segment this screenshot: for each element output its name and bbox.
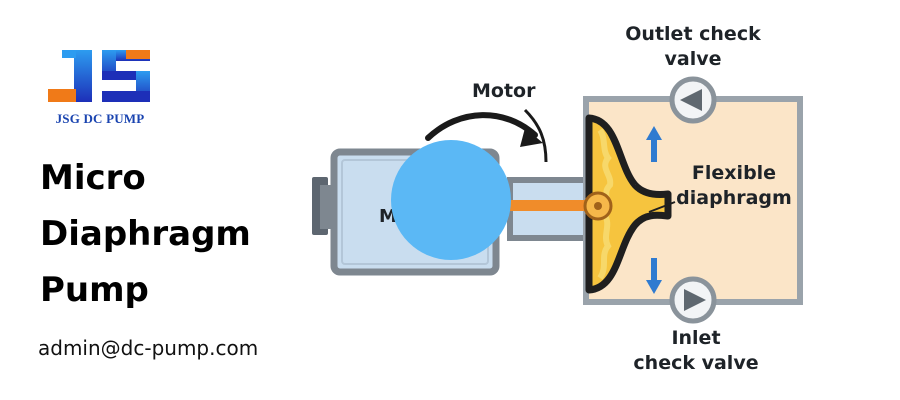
brand-logo: JSG DC PUMP [44, 45, 156, 135]
overlay-circle [391, 140, 511, 260]
contact-email[interactable]: admin@dc-pump.com [38, 336, 259, 360]
outlet-valve-label-line2: valve [665, 48, 722, 70]
title-line: Micro [40, 158, 146, 198]
title-line: Diaphragm [40, 214, 251, 254]
flow-up-arrow-icon [646, 126, 662, 162]
motor-label: Motor [472, 80, 536, 102]
title-line: Pump [40, 270, 149, 310]
jsg-logo-icon [48, 50, 150, 102]
inlet-valve-icon [669, 276, 717, 324]
rotation-arrow-icon [425, 112, 543, 147]
outlet-valve-icon [669, 76, 717, 124]
diaphragm-label-line2: diaphragm [676, 187, 792, 209]
flow-down-arrow-icon [646, 258, 662, 294]
logo-text: JSG DC PUMP [55, 111, 145, 126]
connecting-rod [510, 200, 598, 211]
pump-diagram: M Motor Outlet check valve Inlet check v… [312, 23, 803, 374]
page-title: Micro Diaphragm Pump [40, 150, 251, 318]
inlet-valve-label-line1: Inlet [671, 327, 720, 349]
outlet-valve-label-line1: Outlet check [625, 23, 761, 45]
inlet-valve-label-line2: check valve [633, 352, 758, 374]
diaphragm-label-line1: Flexible [692, 162, 776, 184]
